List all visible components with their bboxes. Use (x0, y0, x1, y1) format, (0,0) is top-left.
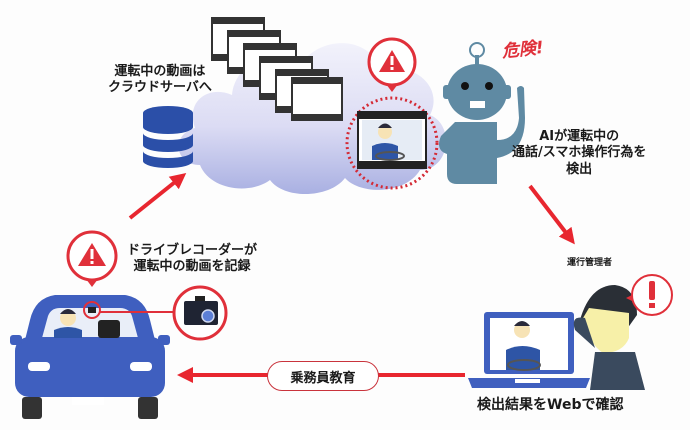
cloud-step-line2: クラウドサーバへ (108, 80, 212, 96)
ai-step-label: AIが運転中の 通話/スマホ操作行為を 検出 (512, 129, 646, 178)
film-strips-icon (211, 17, 343, 121)
driver-education-label: 乗務員教育 (290, 370, 356, 386)
manager-step-label: 検出結果をWebで確認 (477, 397, 624, 413)
car-alert-group (66, 230, 118, 287)
cloud-step-line1: 運転中の動画は (114, 64, 206, 79)
dashcam-icon (172, 285, 228, 341)
arrow-to-cloud (128, 173, 187, 220)
ai-step-line3: 検出 (566, 161, 593, 177)
video-alert-group (345, 37, 439, 190)
recorder-step-line2: 運転中の動画を記録 (133, 259, 251, 275)
laptop-icon (468, 312, 590, 388)
ai-step-line1: AIが運転中の (539, 129, 620, 144)
recorder-step-label: ドライブレコーダーが 運転中の動画を記録 (127, 243, 257, 276)
cloud-step-label: 運転中の動画は クラウドサーバへ (108, 64, 212, 97)
ai-step-line2: 通話/スマホ操作行為を (512, 145, 647, 161)
driver-education-badge: 乗務員教育 (267, 361, 379, 391)
robot-icon (439, 42, 525, 184)
database-icon (143, 106, 193, 168)
car-icon (10, 295, 180, 419)
recorder-step-line1: ドライブレコーダーが (127, 243, 258, 258)
manager-icon (573, 274, 673, 390)
arrow-to-manager (528, 184, 575, 245)
danger-exclamation: 危険! (501, 37, 545, 63)
manager-role-label: 運行管理者 (567, 258, 613, 268)
